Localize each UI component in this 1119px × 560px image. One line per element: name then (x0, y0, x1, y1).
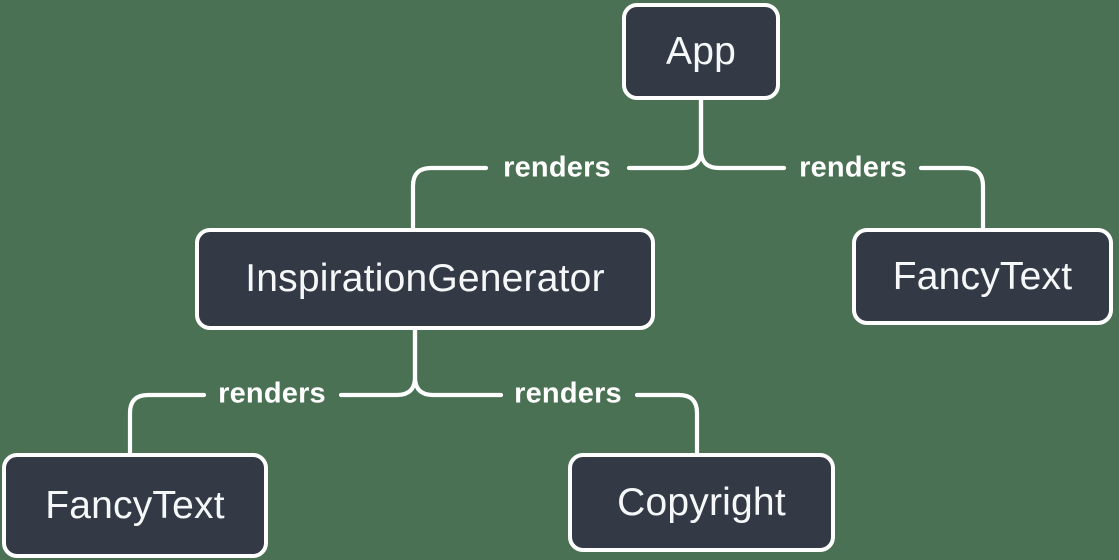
edge-app-to-fancytext-start (698, 97, 787, 171)
edge-app-to-inspirationgenerator-end (410, 165, 489, 233)
node-fancy-text-bottom: FancyText (2, 453, 268, 558)
node-copyright-label: Copyright (617, 480, 786, 524)
edge-ig-to-fancytext-end (127, 392, 207, 458)
edge-label-renders-app-fancytext: renders (799, 151, 907, 184)
edge-label-renders-ig-copyright: renders (514, 377, 622, 410)
edge-ig-to-copyright-end (634, 392, 700, 458)
node-inspiration-generator-label: InspirationGenerator (245, 257, 605, 300)
node-inspiration-generator: InspirationGenerator (195, 228, 655, 330)
edge-app-to-fancytext-end (918, 165, 986, 233)
node-app: App (622, 3, 780, 100)
edge-ig-to-copyright-start (412, 327, 504, 398)
node-fancy-text-top: FancyText (852, 228, 1113, 325)
node-app-label: App (666, 29, 736, 73)
edge-ig-to-fancytext-start (338, 327, 418, 398)
node-fancy-text-bottom-label: FancyText (45, 483, 225, 527)
edge-label-renders-ig-fancytext: renders (218, 377, 326, 410)
node-fancy-text-top-label: FancyText (892, 254, 1073, 298)
node-copyright: Copyright (568, 453, 835, 552)
edge-app-to-inspirationgenerator-start (626, 97, 704, 171)
edge-label-renders-app-inspirationgenerator: renders (503, 151, 611, 184)
